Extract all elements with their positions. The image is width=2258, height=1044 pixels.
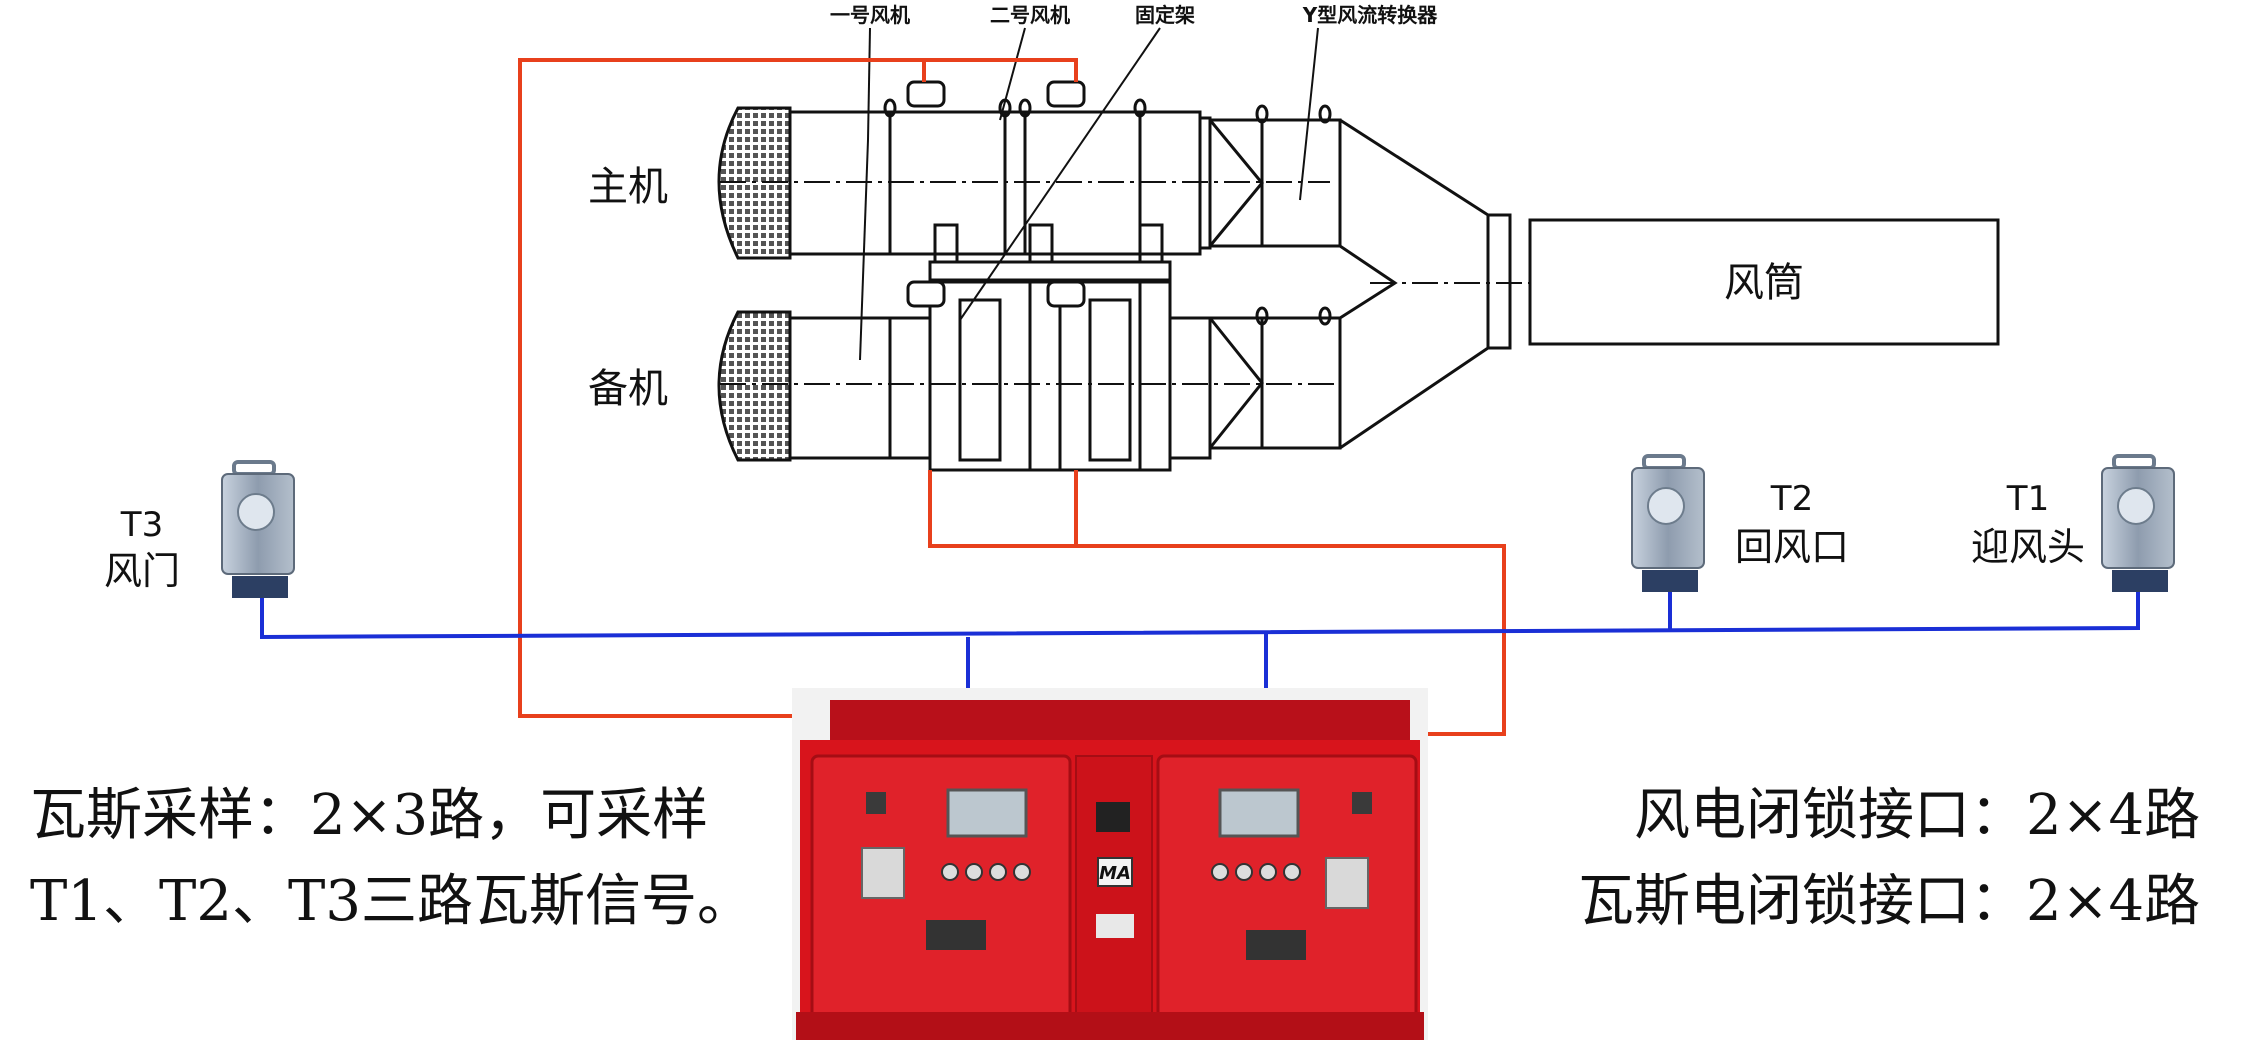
right-description-line1: 风电闭锁接口：2×4路	[1634, 783, 2201, 848]
main-unit-label: 主机	[588, 164, 668, 210]
fan2-junction-box	[1046, 80, 1086, 108]
backup-unit-label: 备机	[588, 366, 668, 412]
signal-wiring	[518, 58, 1506, 736]
main-fan-unit	[717, 80, 1342, 260]
left-keypad	[861, 847, 905, 899]
control-cabinet: MA	[792, 688, 1428, 1040]
callout-y-pipe: Y型风流转换器	[1302, 3, 1438, 27]
backup-inlet-mesh	[717, 310, 792, 462]
ma-badge	[1097, 857, 1133, 887]
left-description-line1: 瓦斯采样：2×3路，可采样	[30, 783, 709, 848]
callout-frame: 固定架	[1135, 3, 1195, 27]
right-keypad	[1325, 857, 1369, 909]
air-duct	[1528, 218, 2000, 346]
sensor-t1	[2101, 454, 2175, 592]
sensor-bus	[260, 590, 2140, 690]
y-pipe-converter	[1339, 118, 1530, 450]
right-display	[1218, 788, 1300, 838]
left-display	[946, 788, 1028, 838]
backup-fan-unit	[717, 223, 1342, 472]
sensor-t2-name: 回风口	[1735, 525, 1849, 569]
fan1-junction-box	[906, 80, 946, 108]
sensor-t1-name: 迎风头	[1971, 525, 2085, 569]
duct-label: 风筒	[1724, 260, 1804, 306]
sensor-t2	[1631, 454, 1705, 592]
callout-fan1: 一号风机	[830, 3, 910, 27]
sensor-t3-name: 风门	[104, 549, 180, 593]
right-description-line2: 瓦斯电闭锁接口：2×4路	[1578, 869, 2201, 934]
sensor-t3	[221, 460, 295, 598]
cabinet-left-door	[810, 754, 1072, 1026]
sensor-t2-id: T2	[1770, 479, 1813, 519]
ma-badge-text: MA	[1099, 863, 1131, 884]
sensor-t3-id: T3	[120, 505, 163, 545]
callout-fan2: 二号风机	[990, 3, 1070, 27]
sensor-t1-id: T1	[2006, 479, 2049, 519]
callouts	[859, 27, 1319, 361]
backup-motor	[788, 316, 892, 460]
left-description-line2: T1、T2、T3三路瓦斯信号。	[30, 869, 753, 934]
